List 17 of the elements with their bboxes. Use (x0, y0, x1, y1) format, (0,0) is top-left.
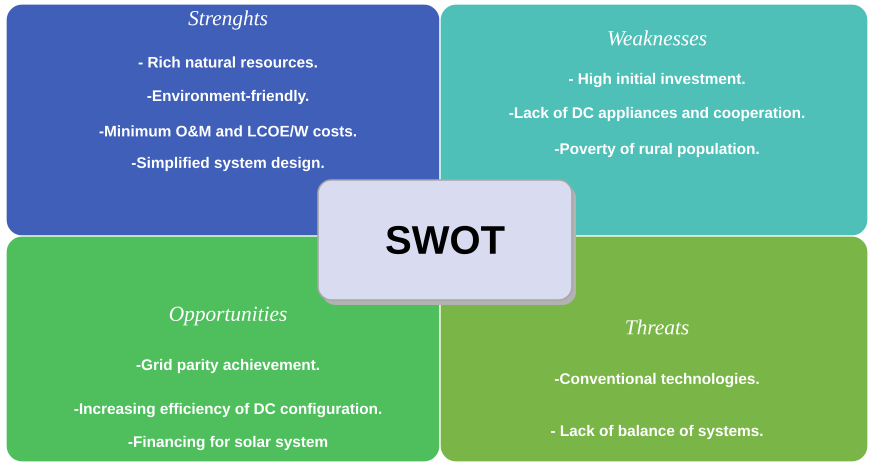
quadrant-heading: Strenghts (188, 10, 268, 30)
bullet-text: -Poverty of rural population. (554, 142, 759, 158)
quadrant-heading: Threats (626, 320, 689, 334)
bullet-text: -Minimum O&M and LCOE/W costs. (100, 125, 356, 137)
bullet-text: -Financing for solar system (128, 436, 328, 450)
bullet-text: - Rich natural resources. (138, 56, 317, 68)
bullet-text: -Increasing efficiency of DC configuration. (74, 402, 382, 418)
center-box: SWOT (317, 179, 576, 305)
bullet-text: -Grid parity achievement. (136, 358, 319, 374)
quadrant-heading: Weaknesses (608, 30, 706, 46)
quadrant-heading: Opportunities (170, 306, 287, 326)
bullet-text: -Lack of DC appliances and cooperation. (509, 106, 804, 122)
bullet-text: -Conventional technologies. (554, 372, 759, 388)
bullet-text: -Environment-friendly. (147, 90, 308, 104)
bullet-text: -Simplified system design. (132, 156, 324, 172)
bullet-text: - High initial investment. (569, 72, 745, 88)
bullet-text: - Lack of balance of systems. (551, 424, 762, 440)
